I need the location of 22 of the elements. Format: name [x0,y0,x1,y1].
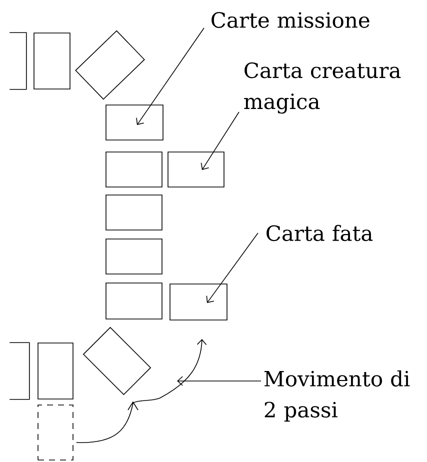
card-outline [9,342,30,400]
leader-arrow [200,112,240,170]
pointer-arrow [177,376,262,386]
card-outline [34,32,70,90]
card-outline [9,32,27,90]
callout-label: Movimento di 2 passi [264,370,410,422]
card-outline [106,194,162,230]
callout-label: Carte missione [212,12,370,28]
card-outline [38,342,74,400]
leader-arrow [136,28,204,125]
card-outline [106,104,164,140]
callout-label: Carta creatura magica [244,62,401,114]
card-outline [168,152,224,188]
card-outline [106,152,162,188]
card-outline [106,282,162,320]
leader-arrow [206,232,258,303]
card-outline [38,404,74,460]
tilted-card-outline [75,30,145,100]
callout-label: Carta fata [266,224,373,242]
card-outline [106,238,162,274]
card-outline [170,284,228,320]
curved-arrow [76,339,207,443]
